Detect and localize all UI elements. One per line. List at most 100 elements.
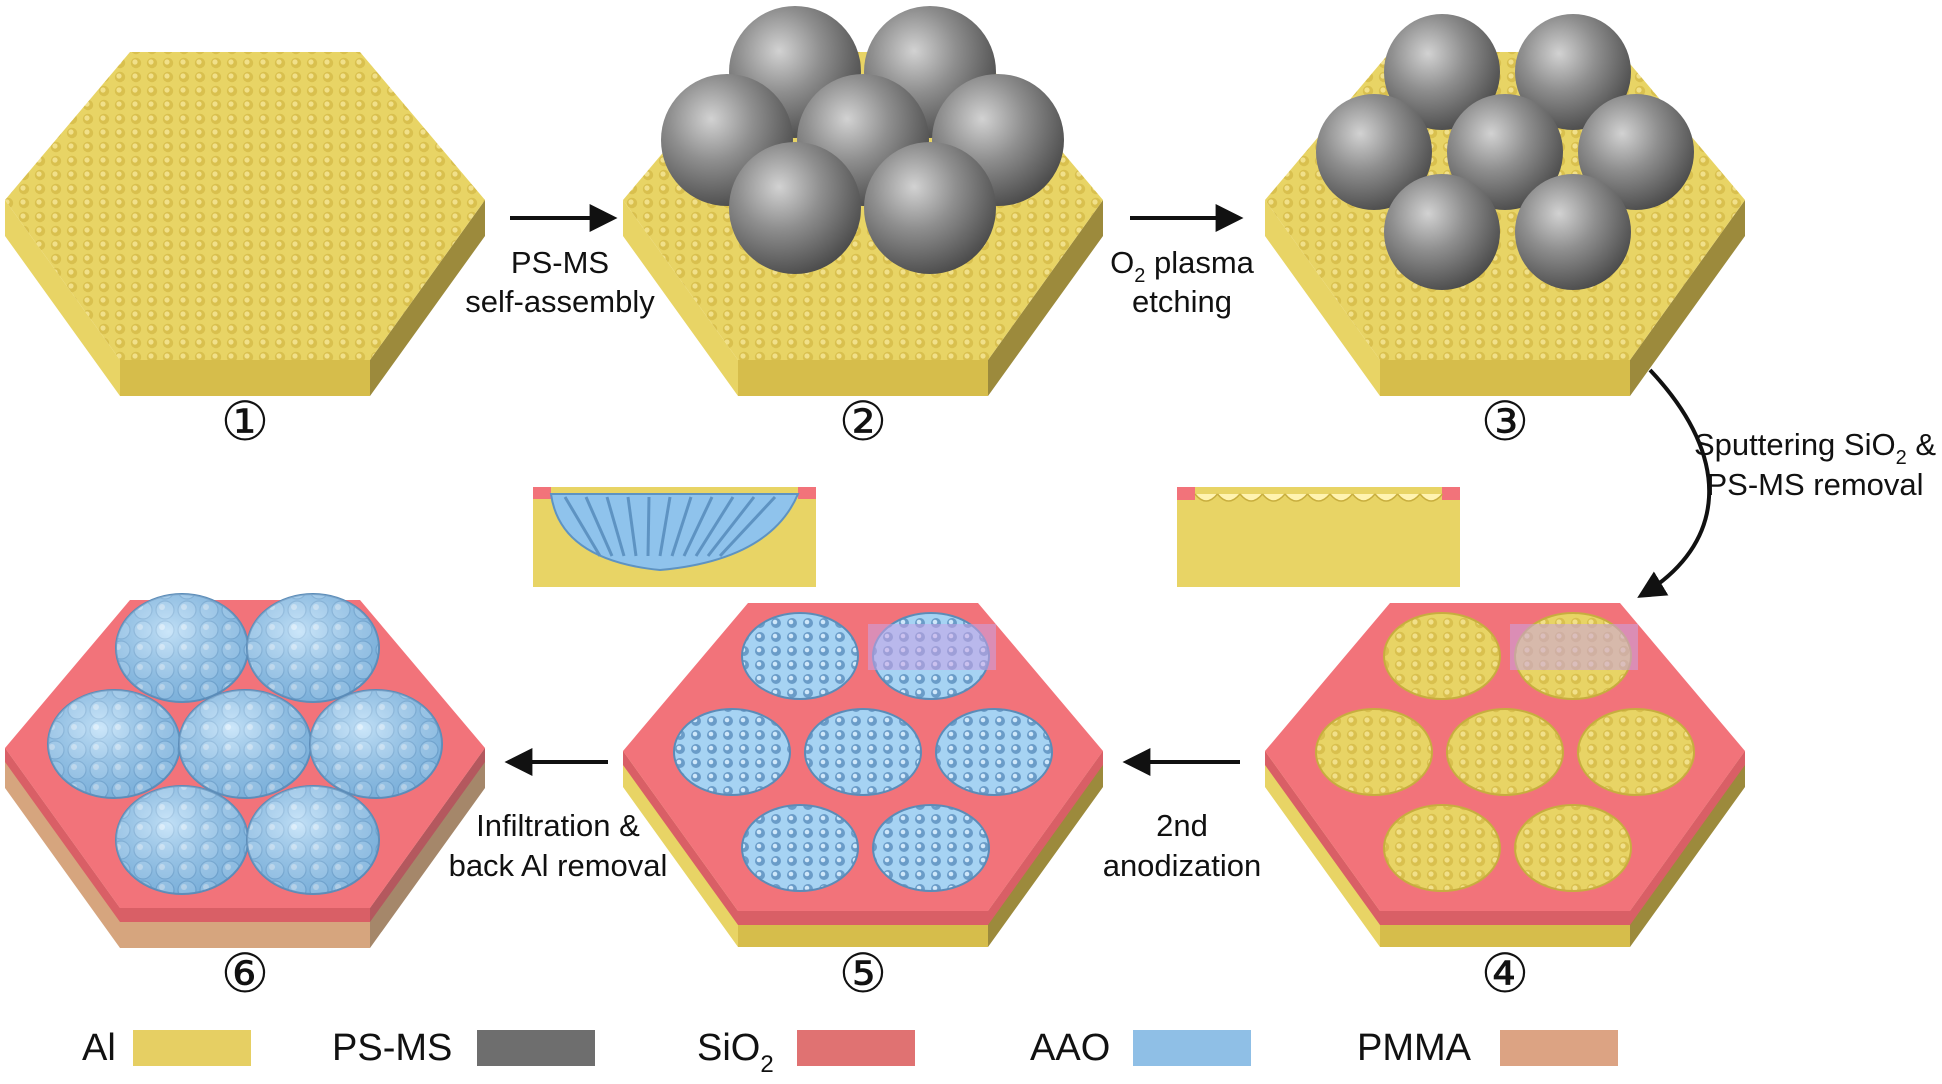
aao-dome-shading	[247, 594, 379, 702]
inset-channel	[605, 496, 626, 557]
ps-ms-sphere	[1384, 174, 1500, 290]
inset-channel	[718, 495, 777, 558]
aao-dome-shading	[116, 786, 248, 894]
aao-opening	[804, 708, 922, 796]
aao-dome-shading	[48, 690, 180, 798]
arrow-1-2-label-line1: PS-MS	[511, 245, 609, 280]
step-number-2: ②	[839, 390, 887, 453]
coating-band-front	[1380, 911, 1630, 925]
ps-ms-sphere	[1578, 94, 1694, 210]
cross-section-marker	[1510, 624, 1638, 670]
legend-swatch-ps-ms	[477, 1030, 595, 1066]
aao-opening	[872, 804, 990, 892]
step-number-3: ③	[1481, 390, 1529, 453]
side-face-right	[370, 200, 485, 396]
inset-dimple	[1239, 493, 1264, 502]
legend-swatch-pmma	[1500, 1030, 1618, 1066]
al-opening	[1383, 804, 1501, 892]
coating-band-front	[738, 911, 988, 925]
arrow-4-5-label-line2: anodization	[1103, 848, 1262, 883]
arrow-3-4	[1637, 368, 1711, 598]
inset-channel	[584, 496, 614, 557]
cross-section-insets	[533, 487, 1460, 587]
step-3-substrate	[1265, 14, 1745, 396]
legend-label-aao: AAO	[1030, 1027, 1110, 1069]
step-1-substrate	[5, 52, 485, 396]
side-face-front	[120, 360, 370, 396]
inset-channel	[658, 496, 672, 557]
inset-sio2-right	[798, 487, 816, 499]
side-face-right	[1630, 200, 1745, 396]
step-number-1: ①	[221, 390, 269, 453]
inset-al-block	[1177, 487, 1460, 587]
inset-dimple	[1216, 493, 1241, 502]
inset-dimple	[1284, 493, 1309, 502]
inset-sio2-left	[1177, 487, 1195, 500]
side-face-front	[1380, 360, 1630, 396]
arrow-3-4-label-line2: PS-MS removal	[1706, 467, 1923, 502]
inset-channel	[626, 496, 638, 557]
inset-aao-cross-section	[533, 487, 816, 587]
coating-band-left	[5, 748, 120, 922]
arrow-2-3-label-line2: etching	[1132, 284, 1232, 319]
side-face-left	[5, 200, 120, 396]
step-number-6: ⑥	[221, 942, 269, 1005]
arrow-1-2-label-line2: self-assembly	[465, 284, 655, 319]
step-number-5: ⑤	[839, 942, 887, 1005]
side-face-left	[1265, 200, 1380, 396]
aao-opening	[741, 612, 859, 700]
aao-dome-shading	[116, 594, 248, 702]
coating-band-left	[623, 751, 738, 925]
legend-label-al: Al	[82, 1027, 116, 1069]
al-opening	[1315, 708, 1433, 796]
inset-channel	[563, 496, 602, 557]
inset-channel	[682, 496, 714, 557]
aao-opening	[741, 804, 859, 892]
coating-band-right	[370, 748, 485, 922]
al-opening	[1514, 804, 1632, 892]
arrow-3-4-label-line1: Sputtering SiO2 &	[1694, 427, 1936, 469]
al-opening	[1446, 708, 1564, 796]
aao-opening	[673, 708, 791, 796]
legend-swatch-al	[133, 1030, 251, 1066]
coating-band-right	[988, 751, 1103, 925]
coating-band-left	[1265, 751, 1380, 925]
top-face	[5, 52, 485, 360]
step-6-substrate	[5, 593, 485, 948]
step-number-4: ④	[1481, 942, 1529, 1005]
side-face-left	[623, 200, 738, 396]
inset-channel	[706, 496, 756, 557]
inset-channel	[694, 496, 735, 557]
inset-dimple	[1396, 493, 1421, 502]
side-face-front	[738, 360, 988, 396]
step-2-substrate	[623, 6, 1103, 396]
legend-label-pmma: PMMA	[1357, 1027, 1472, 1069]
arrow-5-6-label-line2: back Al removal	[449, 848, 668, 883]
step-4-substrate	[1265, 603, 1745, 947]
aao-opening	[935, 708, 1053, 796]
inset-dimple	[1419, 493, 1444, 502]
legend-label-sio2: SiO2	[697, 1027, 774, 1078]
ps-ms-sphere	[1316, 94, 1432, 210]
inset-dimple	[1194, 493, 1219, 502]
ps-ms-sphere	[864, 142, 996, 274]
step-5-substrate	[623, 603, 1103, 947]
arrow-5-6-label-line1: Infiltration &	[476, 808, 640, 843]
aao-dome-shading	[247, 786, 379, 894]
legend-swatch-aao	[1133, 1030, 1251, 1066]
ps-ms-sphere	[1447, 94, 1563, 210]
side-face-right	[988, 200, 1103, 396]
inset-channel	[670, 496, 693, 557]
cross-section-marker	[868, 624, 996, 670]
al-opening	[1577, 708, 1695, 796]
aao-dome-shading	[179, 690, 311, 798]
ps-ms-sphere	[1515, 14, 1631, 130]
coating-band-right	[1630, 751, 1745, 925]
inset-channel	[646, 496, 651, 557]
process-step-hexagons	[5, 6, 1745, 948]
inset-sio2-right	[1442, 487, 1460, 500]
ps-ms-sphere	[1384, 14, 1500, 130]
inset-dimple	[1261, 493, 1286, 502]
inset-dimple	[1374, 493, 1399, 502]
